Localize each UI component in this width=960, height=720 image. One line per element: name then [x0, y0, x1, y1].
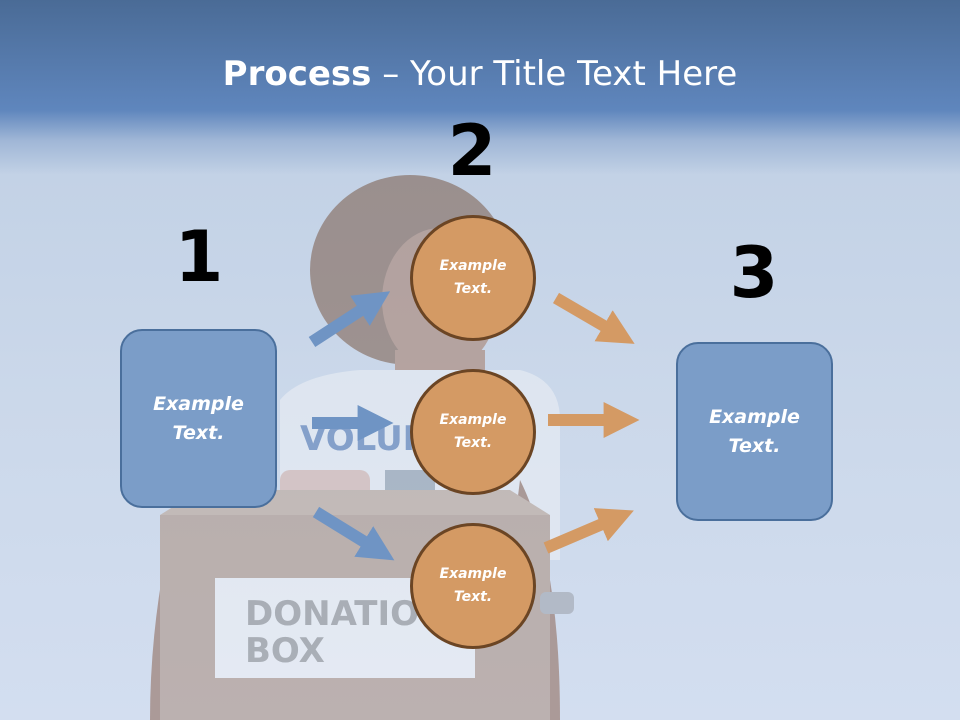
circle-middle-line1: Example [439, 412, 507, 428]
circle-middle-line2: Text. [453, 435, 493, 451]
circle-bottom-line1: Example [439, 566, 507, 582]
arrow-blue-up [308, 291, 391, 348]
arrow-blue-down [312, 506, 395, 561]
circle-bottom-line2: Text. [453, 589, 493, 605]
right-box-line2: Text. [728, 434, 781, 457]
donation-box-label-line2: BOX [245, 631, 325, 671]
step-number-3: 3 [729, 232, 779, 314]
arrow-orange-up [543, 508, 634, 554]
donation-box-label-line1: DONATIO [245, 594, 419, 634]
title-separator: – [371, 54, 411, 94]
left-box-line1: Example [153, 392, 244, 415]
left-box-line2: Text. [172, 421, 225, 444]
circle-top-line2: Text. [453, 281, 493, 297]
arrow-orange-down [552, 292, 635, 344]
circle-top-line1: Example [439, 258, 507, 274]
slide-title: Process – Your Title Text Here [0, 52, 960, 96]
right-box-line1: Example [709, 405, 800, 428]
title-rest: Your Title Text Here [410, 54, 738, 94]
step-number-1: 1 [174, 216, 224, 298]
title-bold: Process [222, 54, 372, 94]
step-number-2: 2 [447, 110, 497, 192]
